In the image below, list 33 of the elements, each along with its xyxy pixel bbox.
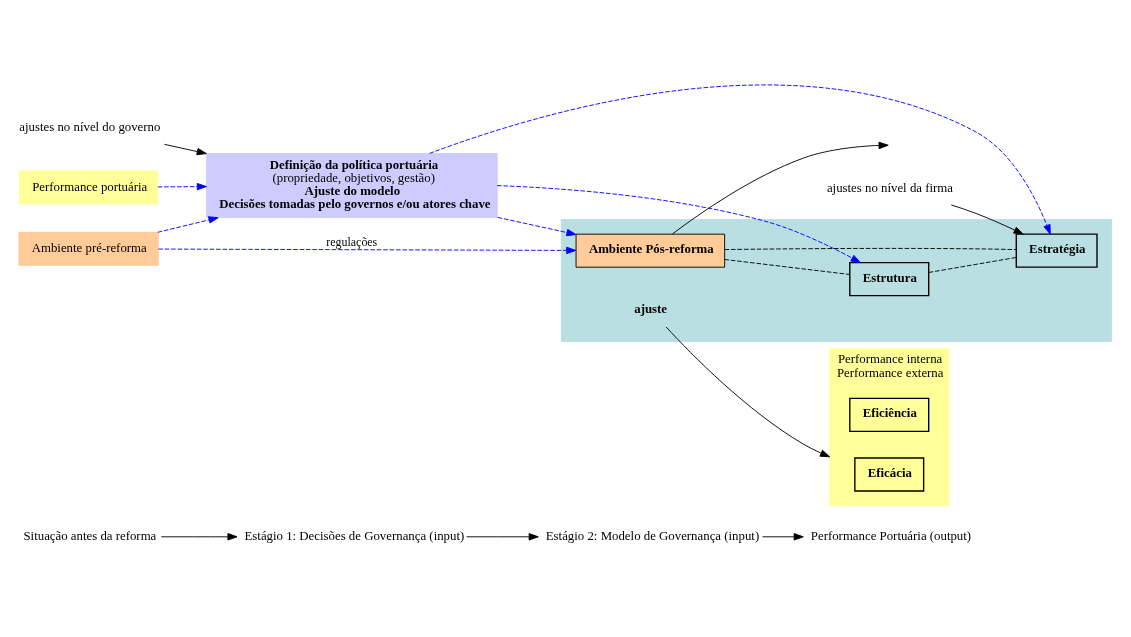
node-box: Eficácia xyxy=(854,456,925,492)
arrow xyxy=(160,532,238,540)
arrow xyxy=(497,216,577,236)
arrow xyxy=(157,182,207,190)
arrow xyxy=(950,203,1024,235)
arrow xyxy=(429,84,1051,235)
connector xyxy=(724,247,1017,250)
node-box: Eficiência xyxy=(849,397,930,432)
node-text: ajuste xyxy=(634,301,668,316)
node-text: Situação antes da reforma xyxy=(23,528,157,543)
connector xyxy=(724,258,851,275)
node-box: Performance portuária xyxy=(18,169,159,204)
arrow xyxy=(762,532,804,540)
connector xyxy=(928,256,1017,273)
node-text: Estágio 2: Modelo de Governança (input) xyxy=(545,528,760,543)
node-box: Definição da política portuária (propriedade, objetivos, gestão) Ajuste do modelo Decisões tomadas pelo governos e/ou atores chave xyxy=(206,152,498,218)
arrow xyxy=(158,246,577,254)
node-box: Estrutura xyxy=(849,261,930,296)
arrow xyxy=(671,141,889,235)
node-text: Estágio 1: Decisões de Governança (input) xyxy=(244,528,465,543)
node-text: Performance Portuária (output) xyxy=(810,528,972,543)
arrow xyxy=(665,326,831,457)
arrow xyxy=(163,143,207,155)
cluster xyxy=(560,218,1113,342)
arrow xyxy=(466,532,539,540)
edge-label: regulações xyxy=(326,234,378,249)
arrow xyxy=(157,215,219,233)
node-box: Estratégia xyxy=(1015,232,1098,268)
node-text: ajustes no nível da firma xyxy=(826,180,953,195)
node-box: Ambiente pré-reforma xyxy=(18,231,159,266)
arrow xyxy=(496,184,861,263)
node-text: ajustes no nível do governo xyxy=(19,119,161,134)
node-box: Ambiente Pós-reforma xyxy=(575,233,726,268)
